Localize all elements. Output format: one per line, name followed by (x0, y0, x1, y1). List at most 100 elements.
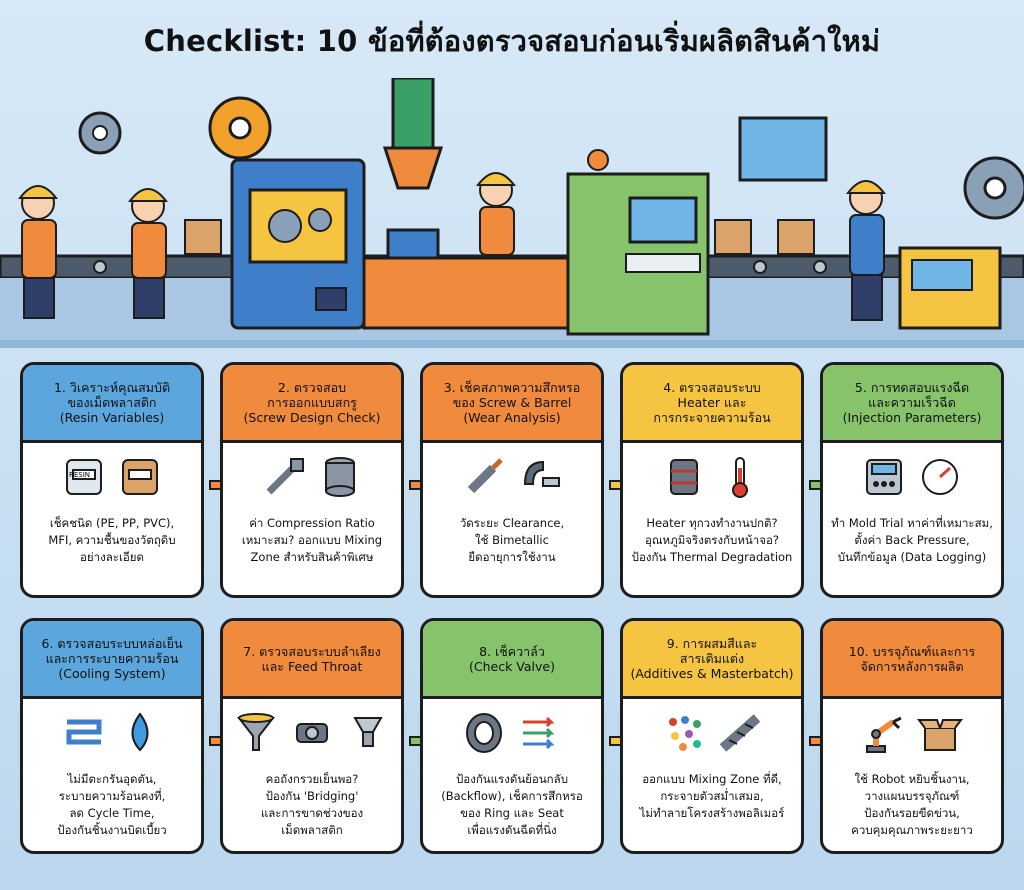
card-description-line: ใช้ Robot หยิบชิ้นงาน, (854, 772, 970, 786)
card-description-line: (Backflow), เช็คการสึกหรอ (441, 789, 583, 803)
card-description-line: เม็ดพลาสติก (281, 823, 343, 837)
card-description-line: ตั้งค่า Back Pressure, (854, 533, 970, 547)
card-description-line: วัดระยะ Clearance, (459, 516, 565, 530)
card-description: เช็คชนิด (PE, PP, PVC),MFI, ความชื้นของว… (23, 515, 201, 566)
feeder-icon (289, 710, 335, 760)
card-description-line: คอถังกรวยเย็นพอ? (265, 772, 359, 786)
card-title-line: (Injection Parameters) (842, 410, 982, 425)
worker-icon (845, 180, 887, 321)
micrometer-icon (517, 454, 563, 504)
card-title-line: Heater และ (677, 395, 747, 410)
card-description-line: ยืดอายุการใช้งาน (468, 550, 556, 564)
card-header: 1. วิเคราะห์คุณสมบัติของเม็ดพลาสติก(Resi… (23, 365, 201, 443)
card-description: ทำ Mold Trial หาค่าที่เหมาะสม, ตั้งค่า Ba… (823, 515, 1001, 566)
card-title-line: 3. เช็คสภาพความสึกหรอ (443, 380, 581, 395)
card-description-line: และการขาดช่วงของ (260, 806, 364, 820)
card-header: 9. การผสมสีและสารเติมแต่ง(Additives & Ma… (623, 621, 801, 699)
flow-arrows-icon (517, 710, 563, 760)
card-header: 2. ตรวจสอบการออกแบบสกรู(Screw Design Che… (223, 365, 401, 443)
card-header: 5. การทดสอบแรงฉีดและความเร็วฉีด(Injectio… (823, 365, 1001, 443)
thermometer-icon (717, 454, 763, 504)
checklist-card-10: 10. บรรจุภัณฑ์และการจัดการหลังการผลิตใช้… (820, 618, 1004, 854)
card-description-line: Heater ทุกวงทำงานปกติ? (646, 516, 778, 530)
card-description-line: Zone สำหรับสินค้าพิเศษ (250, 550, 374, 564)
card-header: 10. บรรจุภัณฑ์และการจัดการหลังการผลิต (823, 621, 1001, 699)
gear-icon (78, 111, 122, 155)
gear-icon (963, 156, 1024, 220)
barrel-icon (317, 454, 363, 504)
worker-icon (17, 185, 59, 319)
card-icons (423, 443, 601, 515)
check-ring-icon (461, 710, 507, 760)
card-icons (623, 443, 801, 515)
card-description-line: MFI, ความชื้นของวัตถุดิบ (48, 533, 176, 547)
card-title-line: 1. วิเคราะห์คุณสมบัติ (53, 380, 171, 395)
card-description-line: ออกแบบ Mixing Zone ที่ดี, (642, 772, 782, 786)
card-icons (223, 443, 401, 515)
card-icons (823, 443, 1001, 515)
resin-bag-label: RESIN (69, 471, 91, 479)
card-description: ป้องกันแรงดันย้อนกลับ (Backflow), เช็คการ… (423, 771, 601, 839)
card-description: คอถังกรวยเย็นพอ?ป้องกัน 'Bridging'และการ… (223, 771, 401, 839)
resin-pellet-bag-icon (117, 454, 163, 504)
card-title-line: การกระจายความร้อน (653, 410, 771, 425)
card-description-line: เพื่อแรงดันฉีดที่นิ่ง (467, 823, 557, 837)
heater-band-icon (661, 454, 707, 504)
card-title-line: ของ Screw & Barrel (452, 395, 572, 410)
card-description-line: ของ Ring และ Seat (460, 806, 564, 820)
card-description-line: ไม่ทำลายโครงสร้างพอลิเมอร์ (639, 806, 785, 820)
factory-illustration (0, 78, 1024, 340)
checklist-card-6: 6. ตรวจสอบระบบหล่อเย็นและการระบายความร้อ… (20, 618, 204, 854)
factory-banner (0, 78, 1024, 340)
card-header: 6. ตรวจสอบระบบหล่อเย็นและการระบายความร้อ… (23, 621, 201, 699)
card-icons: RESIN (23, 443, 201, 515)
card-description-line: ป้องกันรอยขีดข่วน, (864, 806, 960, 820)
worker-icon (475, 172, 517, 256)
card-description-line: ทำ Mold Trial หาค่าที่เหมาะสม, (831, 516, 993, 530)
card-header: 8. เช็ควาล์ว(Check Valve) (423, 621, 601, 699)
card-description-line: ป้องกันชิ้นงานบิดเบี้ยว (57, 823, 167, 837)
card-title-line: (Cooling System) (58, 666, 166, 681)
card-title-line: (Additives & Masterbatch) (630, 666, 794, 681)
card-description-line: ป้องกันแรงดันย้อนกลับ (456, 772, 568, 786)
card-icons (423, 699, 601, 771)
card-title-line: 8. เช็ควาล์ว (479, 643, 545, 659)
pressure-gauge-icon (917, 454, 963, 504)
mixing-screw-icon (717, 710, 763, 760)
card-title-line: ของเม็ดพลาสติก (67, 395, 157, 410)
card-description: วัดระยะ Clearance, ใช้ Bimetallic ยืดอายุก… (423, 515, 601, 566)
open-box-icon (917, 710, 963, 760)
checklist-card-2: 2. ตรวจสอบการออกแบบสกรู(Screw Design Che… (220, 362, 404, 598)
checklist-card-5: 5. การทดสอบแรงฉีดและความเร็วฉีด(Injectio… (820, 362, 1004, 598)
card-description-line: เหมาะสม? ออกแบบ Mixing (241, 533, 383, 547)
card-description-line: วางแผนบรรจุภัณฑ์ (864, 789, 960, 803)
water-drop-icon (117, 710, 163, 760)
card-description-line: บันทึกข้อมูล (Data Logging) (837, 550, 987, 564)
checklist-card-1: 1. วิเคราะห์คุณสมบัติของเม็ดพลาสติก(Resi… (20, 362, 204, 598)
card-title-line: และการระบายความร้อน (45, 651, 179, 666)
card-header: 3. เช็คสภาพความสึกหรอของ Screw & Barrel(… (423, 365, 601, 443)
card-description-line: อุณหภูมิจริงตรงกับหน้าจอ? (644, 533, 780, 547)
card-icons (23, 699, 201, 771)
card-description-line: อย่างละเอียด (80, 550, 144, 564)
card-title-line: 9. การผสมสีและ (666, 636, 758, 651)
card-description-line: กระจายตัวสม่ำเสมอ, (660, 789, 764, 803)
checklist-card-9: 9. การผสมสีและสารเติมแต่ง(Additives & Ma… (620, 618, 804, 854)
checklist-card-3: 3. เช็คสภาพความสึกหรอของ Screw & Barrel(… (420, 362, 604, 598)
card-title-line: 7. ตรวจสอบระบบลำเลียง (243, 643, 381, 659)
color-dots-icon (661, 710, 707, 760)
resin-bag-icon: RESIN (61, 454, 107, 504)
card-title-line: 5. การทดสอบแรงฉีด (854, 380, 970, 395)
card-description: ออกแบบ Mixing Zone ที่ดี, กระจายตัวสม่ำเส… (623, 771, 801, 822)
card-description-line: ป้องกัน Thermal Degradation (631, 550, 793, 564)
card-description-line: ใช้ Bimetallic (475, 533, 549, 547)
card-description-line: ควบคุมคุณภาพระยะยาว (851, 823, 973, 837)
checklist-card-8: 8. เช็ควาล์ว(Check Valve) ป้องกันแรงดันย้… (420, 618, 604, 854)
card-icons (823, 699, 1001, 771)
press-column (391, 78, 435, 150)
section-divider (0, 340, 1024, 348)
